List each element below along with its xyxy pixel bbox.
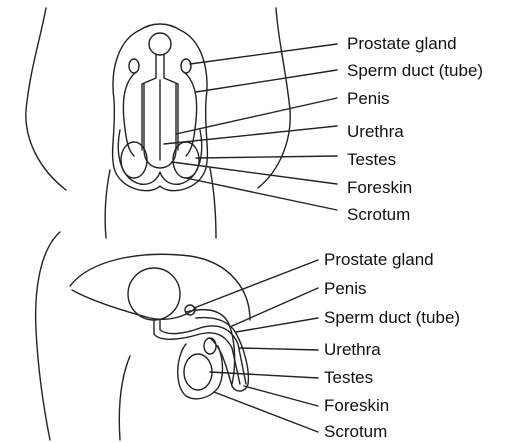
side-view-illustration: [36, 232, 318, 440]
front-label-foreskin: Foreskin: [347, 178, 412, 198]
side-bladder: [128, 268, 180, 320]
front-leader-scrotum: [186, 178, 337, 210]
side-leader-sperm-duct: [236, 318, 318, 332]
side-label-testes: Testes: [324, 368, 373, 388]
side-label-foreskin: Foreskin: [324, 396, 389, 416]
side-abdomen-outline: [70, 254, 250, 320]
front-label-testes: Testes: [347, 150, 396, 170]
front-leader-prostate: [190, 44, 337, 64]
front-label-prostate-gland: Prostate gland: [347, 34, 457, 54]
side-label-scrotum: Scrotum: [324, 422, 387, 442]
side-leader-urethra: [240, 348, 318, 350]
front-leader-testes: [196, 156, 337, 158]
side-leader-prostate: [194, 260, 318, 308]
front-view-illustration: [26, 8, 337, 238]
side-leader-testes: [210, 372, 318, 378]
front-body-left-outline: [26, 8, 66, 190]
side-label-urethra: Urethra: [324, 340, 381, 360]
front-leg-right: [210, 168, 216, 238]
side-testis: [184, 354, 212, 390]
side-leader-foreskin: [244, 386, 318, 406]
front-gland-right: [181, 59, 191, 73]
front-leader-urethra: [164, 126, 337, 144]
side-leader-scrotum: [214, 392, 318, 432]
front-gland-left: [129, 59, 139, 73]
front-label-sperm-duct: Sperm duct (tube): [347, 61, 483, 81]
side-epididymis: [204, 338, 216, 354]
side-label-penis: Penis: [324, 279, 367, 299]
side-body-outline: [36, 232, 60, 440]
front-label-penis: Penis: [347, 89, 390, 109]
side-label-prostate-gland: Prostate gland: [324, 250, 434, 270]
front-body-right-outline: [258, 8, 290, 188]
front-leg-left: [105, 170, 110, 238]
front-label-scrotum: Scrotum: [347, 205, 410, 225]
front-label-urethra: Urethra: [347, 122, 404, 142]
side-label-sperm-duct: Sperm duct (tube): [324, 308, 460, 328]
front-leader-sperm-duct: [196, 70, 337, 92]
front-bladder: [149, 33, 171, 55]
side-thigh-outline: [119, 356, 130, 440]
